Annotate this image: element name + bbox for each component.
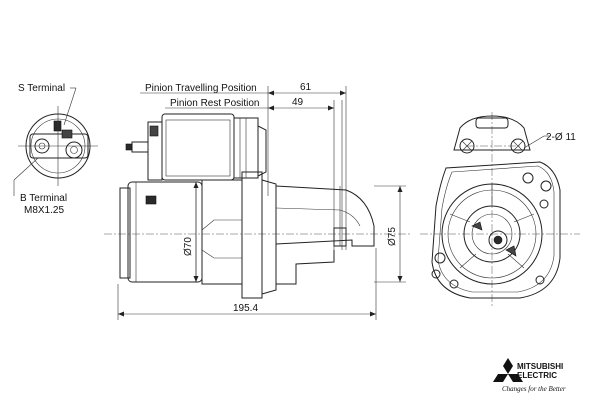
front-view: 2-Ø 11 (420, 112, 580, 306)
side-view: Pinion Travelling Position Pinion Rest P… (104, 82, 412, 320)
mitsubishi-electric-logo: MITSUBISHI ELECTRIC Changes for the Bett… (493, 358, 566, 393)
terminal-detail-view: S Terminal B Terminal M8X1.25 (13, 83, 98, 216)
b-terminal-thread-label: M8X1.25 (24, 205, 64, 216)
flange-diameter-dimension: Ø75 (387, 227, 398, 246)
logo-line1: MITSUBISHI (517, 362, 563, 371)
body-diameter-dimension: Ø70 (183, 237, 194, 256)
s-terminal-label: S Terminal (18, 83, 65, 94)
b-terminal-label: B Terminal (20, 193, 67, 204)
mounting-holes-label: 2-Ø 11 (546, 132, 576, 143)
pinion-rest-label: Pinion Rest Position (170, 98, 260, 109)
pinion-travelling-label: Pinion Travelling Position (145, 83, 257, 94)
three-diamonds-icon (493, 358, 523, 382)
overall-length-dimension: 195.4 (233, 303, 258, 314)
travel-dimension: 61 (300, 82, 312, 93)
logo-tagline: Changes for the Better (502, 385, 566, 393)
logo-line2: ELECTRIC (517, 371, 557, 380)
rest-dimension: 49 (292, 97, 304, 108)
